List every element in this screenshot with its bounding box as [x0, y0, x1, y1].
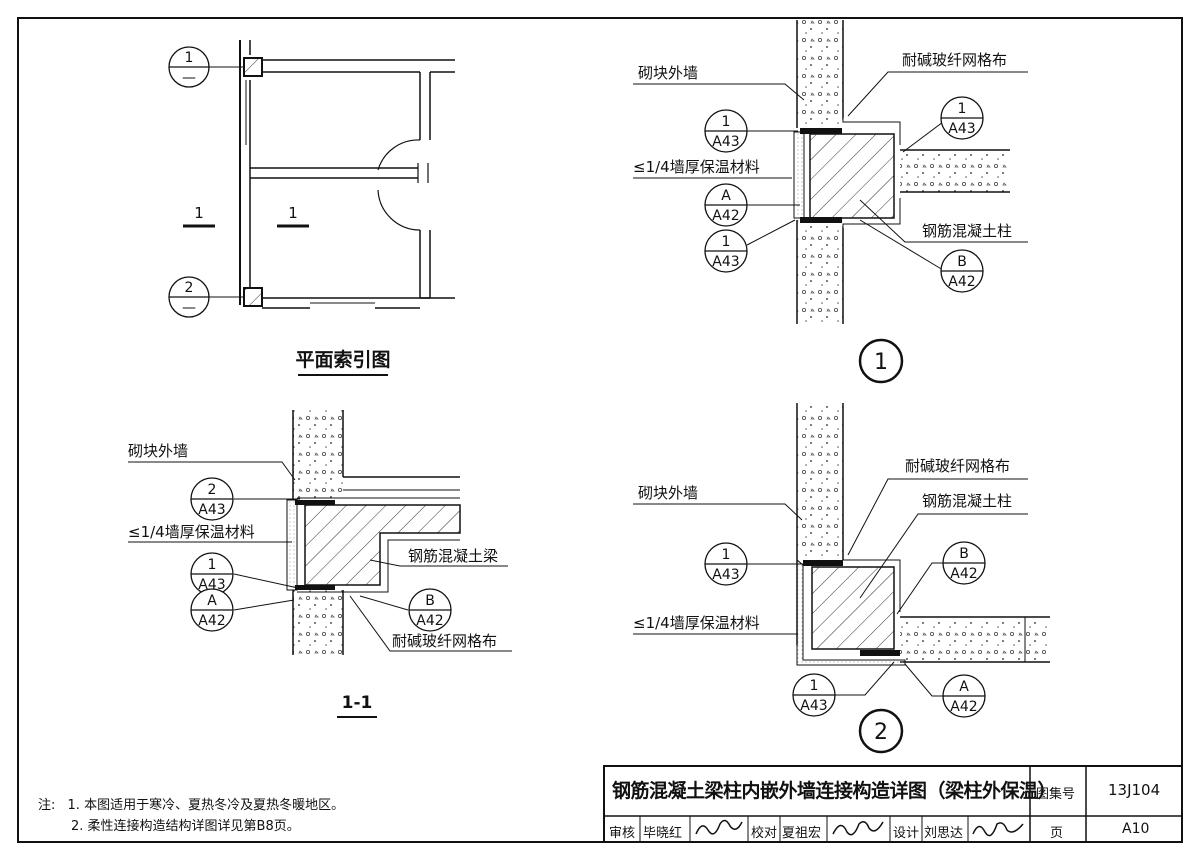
section-ref-1-bottom: A43	[198, 577, 225, 593]
detail-1-view	[633, 20, 1028, 324]
plan-index-1-top: 1	[185, 50, 194, 66]
detail-1-ref-1-a43-low: 1 A43	[704, 229, 748, 273]
plan-column-1	[243, 57, 263, 77]
detail-1-ref-top-top: 1	[722, 114, 731, 130]
detail-2-ref-b-bottom: A42	[950, 566, 977, 582]
section-1-1-view	[128, 410, 512, 655]
detail-2-label-column: 钢筋混凝土柱	[922, 492, 1012, 510]
note-2-text: 2. 柔性连接构造结构详图详见第B8页。	[71, 819, 300, 834]
note-line-1: 注: 1. 本图适用于寒冷、夏热冬冷及夏热冬暖地区。	[38, 796, 344, 816]
plan-index-view	[183, 40, 455, 309]
section-title: 1-1	[342, 693, 373, 713]
detail-2-ref-bottom-top: 1	[810, 678, 819, 694]
detail-1-ref-b-bottom: A42	[948, 274, 975, 290]
check-label: 校对	[751, 826, 778, 841]
detail-1-number: 1	[874, 350, 888, 375]
reviewer-name: 毕晓红	[643, 826, 683, 841]
detail-2-ref-a-top: A	[959, 679, 969, 695]
section-ref-a-a42: A A42	[190, 588, 234, 632]
section-label-beam: 钢筋混凝土梁	[408, 547, 498, 565]
detail-1-ref-a-bottom: A42	[712, 208, 739, 224]
section-ref-1-top: 1	[208, 557, 217, 573]
section-mark-left: 1	[194, 204, 204, 222]
note-1-text: 1. 本图适用于寒冷、夏热冬冷及夏热冬暖地区。	[67, 798, 345, 813]
detail-2-label-wall: 砌块外墙	[638, 484, 698, 502]
detail-2-column	[811, 566, 895, 650]
detail-2-label-insulation: ≤1/4墙厚保温材料	[633, 614, 760, 632]
review-label: 审核	[609, 826, 636, 841]
plan-index-2-bottom: —	[182, 300, 196, 316]
detail-1-number-circle: 1	[858, 338, 904, 384]
section-mark-right: 1	[288, 204, 298, 222]
detail-1-label-column: 钢筋混凝土柱	[922, 222, 1012, 240]
checker-signature	[832, 821, 884, 836]
sheet-border	[17, 17, 1183, 843]
section-ref-2-bottom: A43	[198, 502, 225, 518]
section-ref-a-top: A	[207, 593, 217, 609]
detail-2-ref-a-a42: A A42	[942, 674, 986, 718]
designer-name: 刘思达	[924, 826, 964, 841]
section-label-mesh: 耐碱玻纤网格布	[392, 632, 497, 650]
detail-1-label-insulation: ≤1/4墙厚保温材料	[633, 158, 760, 176]
detail-1-column	[809, 133, 895, 219]
detail-2-ref-left-top: 1	[722, 547, 731, 563]
drawing-title: 钢筋混凝土梁柱内嵌外墙连接构造详图（梁柱外保温）	[612, 780, 1057, 802]
design-label: 设计	[893, 826, 920, 841]
detail-1-ref-right-bottom: A43	[948, 121, 975, 137]
detail-2-ref-a-bottom: A42	[950, 699, 977, 715]
detail-1-ref-1-a43-right: 1 A43	[940, 96, 984, 140]
page-label: 页	[1050, 826, 1064, 841]
plan-index-circle-2: 2 —	[168, 276, 210, 318]
detail-1-ref-1-a43-top: 1 A43	[704, 109, 748, 153]
detail-2-view	[633, 403, 1050, 697]
detail-1-ref-a-top: A	[721, 188, 731, 204]
detail-1-label-wall: 砌块外墙	[638, 64, 698, 82]
note-prefix: 注:	[38, 798, 56, 813]
section-label-wall: 砌块外墙	[128, 442, 188, 460]
checker-name: 夏祖宏	[782, 826, 822, 841]
section-ref-a-bottom: A42	[198, 613, 225, 629]
reviewer-signature	[695, 819, 743, 835]
section-ref-2-top: 2	[208, 482, 217, 498]
detail-2-ref-b-a42: B A42	[942, 541, 986, 585]
plan-column-2	[243, 287, 263, 307]
section-ref-b-top: B	[425, 593, 435, 609]
detail-2-ref-1-a43-bottom: 1 A43	[792, 673, 836, 717]
section-ref-1-a43: 1 A43	[190, 552, 234, 596]
plan-index-circle-1: 1 —	[168, 46, 210, 88]
detail-2-ref-bottom-bottom: A43	[800, 698, 827, 714]
title-block	[603, 765, 1183, 843]
atlas-label: 图集号	[1036, 787, 1076, 802]
note-line-2: 2. 柔性连接构造结构详图详见第B8页。	[71, 817, 300, 837]
detail-1-ref-right-top: 1	[958, 101, 967, 117]
detail-1-ref-low-top: 1	[722, 234, 731, 250]
atlas-number: 13J104	[1108, 781, 1161, 799]
detail-2-ref-1-a43-left: 1 A43	[704, 542, 748, 586]
detail-1-ref-top-bottom: A43	[712, 134, 739, 150]
designer-signature	[972, 822, 1024, 837]
section-ref-2-a43: 2 A43	[190, 477, 234, 521]
plan-index-2-top: 2	[185, 280, 194, 296]
detail-1-label-mesh: 耐碱玻纤网格布	[902, 51, 1007, 69]
section-label-insulation: ≤1/4墙厚保温材料	[128, 523, 255, 541]
detail-1-ref-b-top: B	[957, 254, 967, 270]
detail-2-number: 2	[874, 720, 888, 745]
detail-2-ref-left-bottom: A43	[712, 567, 739, 583]
section-ref-b-a42: B A42	[408, 588, 452, 632]
plan-index-1-bottom: —	[182, 70, 196, 86]
detail-2-label-mesh: 耐碱玻纤网格布	[905, 457, 1010, 475]
detail-1-ref-a-a42: A A42	[704, 183, 748, 227]
plan-title: 平面索引图	[295, 348, 390, 371]
section-beam	[304, 504, 461, 586]
detail-1-ref-b-a42: B A42	[940, 249, 984, 293]
page-number: A10	[1122, 821, 1150, 837]
section-ref-b-bottom: A42	[416, 613, 443, 629]
detail-1-ref-low-bottom: A43	[712, 254, 739, 270]
detail-2-number-circle: 2	[858, 708, 904, 754]
detail-2-ref-b-top: B	[959, 546, 969, 562]
